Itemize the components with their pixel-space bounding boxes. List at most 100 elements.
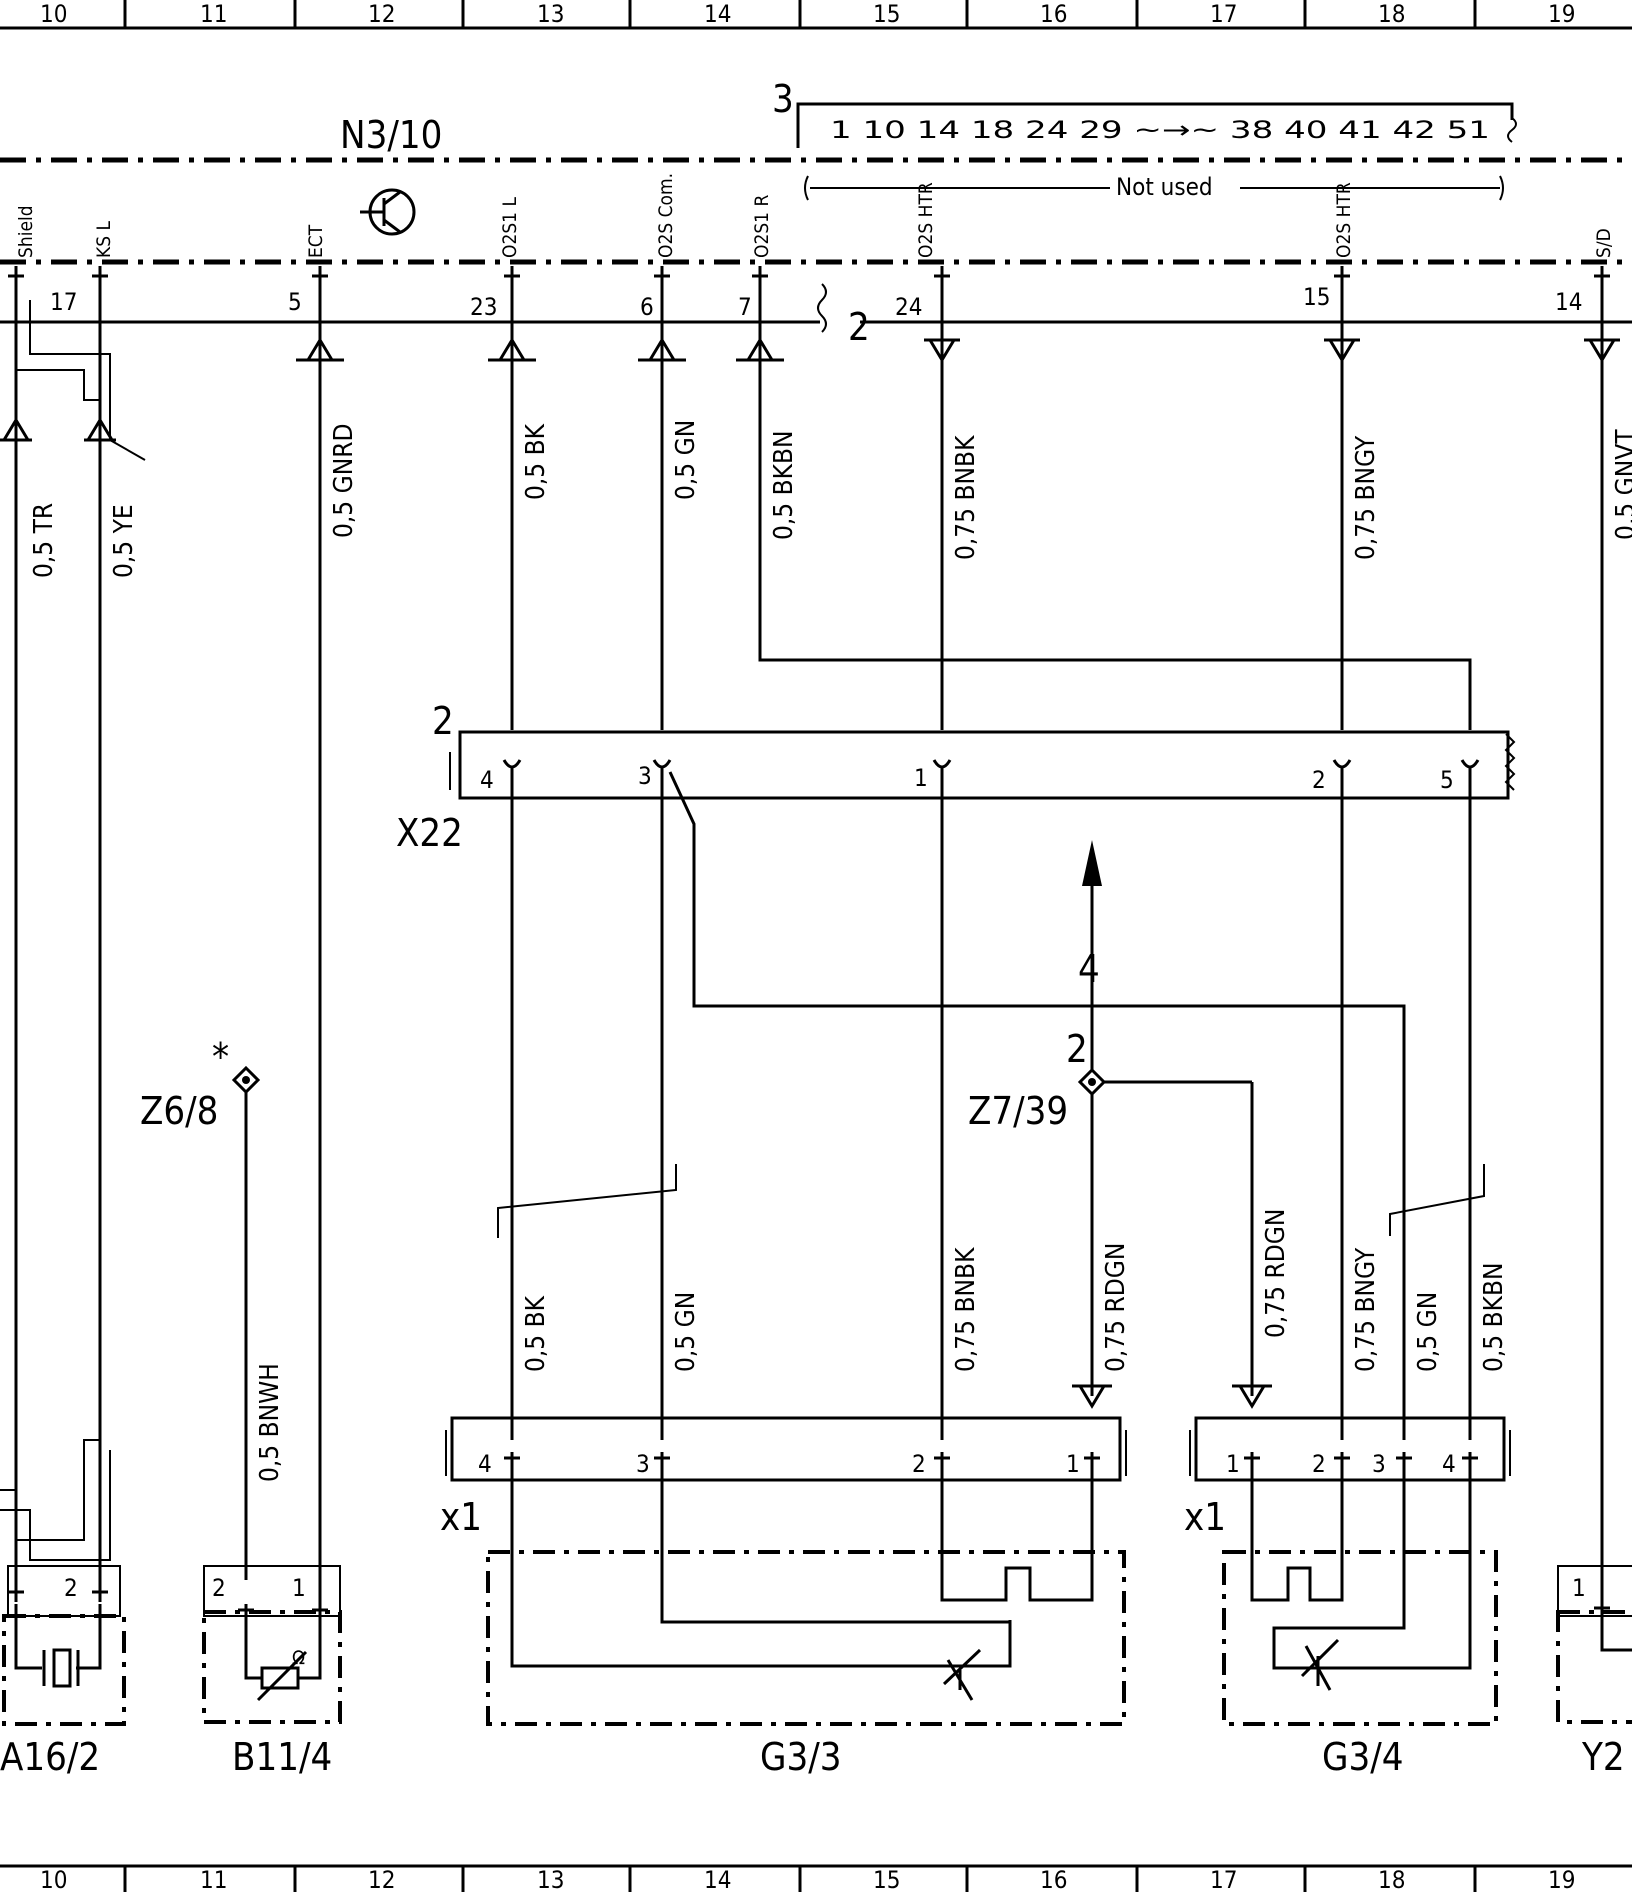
z7-label: Z7/39: [968, 1089, 1068, 1133]
x22-pin-2: 2: [1312, 766, 1326, 794]
component-g3-4: G3/4: [1322, 1735, 1404, 1779]
grid-col-15-bottom: 15: [873, 1866, 900, 1892]
grid-col-15: 15: [873, 0, 900, 28]
splices: * Z6/8 Z7/39 2 4: [140, 947, 1100, 1133]
pin-label-o2scom: O2S Com.: [655, 173, 677, 258]
grid-col-19-bottom: 19: [1548, 1866, 1575, 1892]
y2-pin-1: 1: [1572, 1574, 1586, 1602]
g33-pin-1: 1: [1066, 1450, 1080, 1478]
wire-label-gnvt: 0,5 GNVT: [1611, 429, 1632, 540]
wire-label-rdgn-2: 0,75 RDGN: [1261, 1209, 1291, 1338]
svg-text:Ω: Ω: [292, 1647, 305, 1669]
component-b11-4: B11/4: [232, 1735, 332, 1779]
connector-3-label: 3: [772, 77, 794, 121]
sensor-element-g34-icon: [1300, 1638, 1340, 1691]
wire-label-gn-lower: 0,5 GN: [671, 1292, 701, 1372]
wire-label-rdgn-1: 0,75 RDGN: [1101, 1243, 1131, 1372]
component-g3-3: G3/3: [760, 1735, 842, 1779]
g34-pin-1: 1: [1226, 1450, 1240, 1478]
wire-label-bnbk-lower: 0,75 BNBK: [951, 1247, 981, 1372]
pin-17: 17: [50, 288, 77, 316]
not-used-label: Not used: [1116, 173, 1213, 201]
wire-label-bkbn-lower: 0,5 BKBN: [1479, 1262, 1509, 1372]
sensor-element-g33-icon: [942, 1648, 982, 1701]
wire-label-bnwh: 0,5 BNWH: [255, 1363, 285, 1482]
z6-star: *: [212, 1035, 229, 1079]
x22-pin-4: 4: [480, 766, 494, 794]
grid-col-13: 13: [537, 0, 564, 28]
grid-col-12: 12: [368, 0, 395, 28]
x22-pin-3: 3: [638, 762, 652, 790]
x22-pin-5: 5: [1440, 766, 1454, 794]
grid-col-16-bottom: 16: [1040, 1866, 1067, 1892]
g33-pin-4: 4: [478, 1450, 492, 1478]
wire-label-bngy: 0,75 BNGY: [1351, 435, 1381, 560]
a16-pin-2: 2: [64, 1574, 78, 1602]
lower-wire-labels: 0,5 BNWH 0,5 BK 0,5 GN 0,75 BNBK 0,75 RD…: [255, 1209, 1509, 1482]
pin-label-shield: Shield: [15, 205, 37, 258]
resistor-ntc-icon: Ω: [256, 1647, 308, 1702]
x1-label-g34: x1: [1184, 1495, 1226, 1539]
grid-bottom: 10 11 12 13 14 15 16 17 18 19: [0, 1864, 1632, 1892]
grid-col-10: 10: [40, 0, 67, 28]
pin-24: 24: [895, 293, 922, 321]
g33-pin-3: 3: [636, 1450, 650, 1478]
pin-14: 14: [1555, 288, 1582, 316]
grid-col-16: 16: [1040, 0, 1067, 28]
grid-col-17-bottom: 17: [1210, 1866, 1237, 1892]
unused-pins-block: 3 1 10 14 18 24 29 ~→~ 38 40 41 42 51 No…: [772, 77, 1517, 201]
component-labels: 2 2 1 1 A16/2 B11/4 G3/3 G3/4 Y2: [0, 1574, 1625, 1779]
pin-23: 23: [470, 293, 497, 321]
unused-pin-numbers: 1 10 14 18 24 29 ~→~ 38 40 41 42 51: [830, 116, 1490, 144]
z7-pin: 2: [1066, 1027, 1088, 1071]
module-label: N3/10: [340, 113, 442, 157]
connector-x22: 2 X22 4 3 1 2 5: [396, 699, 1454, 855]
grid-col-14-bottom: 14: [704, 1866, 731, 1892]
grid-col-10-bottom: 10: [40, 1866, 67, 1892]
pin-label-sd: S/D: [1593, 228, 1615, 258]
x22-label: X22: [396, 811, 463, 855]
pin-7: 7: [738, 293, 752, 321]
grid-col-17: 17: [1210, 0, 1237, 28]
b11-pin-2: 2: [212, 1574, 226, 1602]
x22-pin-1: 1: [914, 764, 928, 792]
grid-col-13-bottom: 13: [537, 1866, 564, 1892]
module-n3-10: N3/10 2 3 1 10 14 18 24 29 ~→~ 38 40 41 …: [0, 77, 1632, 349]
grid-col-11: 11: [200, 0, 227, 28]
g34-pin-3: 3: [1372, 1450, 1386, 1478]
wire-label-gn: 0,5 GN: [671, 420, 701, 500]
b11-pin-1: 1: [292, 1574, 306, 1602]
wire-label-gnrd: 0,5 GNRD: [329, 424, 359, 539]
wire-label-tr: 0,5 TR: [29, 503, 59, 578]
wire-label-bnbk: 0,75 BNBK: [951, 435, 981, 560]
grid-col-19: 19: [1548, 0, 1575, 28]
wire-label-gn2: 0,5 GN: [1413, 1292, 1443, 1372]
pin-5: 5: [288, 288, 302, 316]
connectors-x1: x1 x1 4 3 2 1 1 2 3 4: [440, 1450, 1456, 1539]
wire-label-ye: 0,5 YE: [109, 504, 139, 578]
pin-label-ksl: KS L: [93, 221, 115, 258]
z7-out: 4: [1078, 947, 1100, 991]
g34-pin-2: 2: [1312, 1450, 1326, 1478]
wiring-lines: Ω: [0, 266, 1632, 1726]
x1-label-g33: x1: [440, 1495, 482, 1539]
side-2a: 2: [848, 305, 870, 349]
pin-label-o2shtr-2: O2S HTR: [1333, 182, 1355, 258]
grid-col-18-bottom: 18: [1378, 1866, 1405, 1892]
pin-6: 6: [640, 293, 654, 321]
pin-label-o2s1r: O2S1 R: [751, 195, 773, 258]
grid-col-18: 18: [1378, 0, 1405, 28]
wire-label-bk: 0,5 BK: [521, 423, 551, 500]
pin-label-o2s1l: O2S1 L: [499, 197, 521, 258]
grid-col-14: 14: [704, 0, 731, 28]
component-y2: Y2: [1581, 1735, 1625, 1779]
grid-col-12-bottom: 12: [368, 1866, 395, 1892]
wire-label-bkbn: 0,5 BKBN: [769, 430, 799, 540]
component-a16-2: A16/2: [0, 1735, 100, 1779]
wire-label-bk-lower: 0,5 BK: [521, 1295, 551, 1372]
pin-15: 15: [1303, 283, 1330, 311]
g34-pin-4: 4: [1442, 1450, 1456, 1478]
g33-pin-2: 2: [912, 1450, 926, 1478]
pin-label-o2shtr-1: O2S HTR: [915, 182, 937, 258]
pin-label-ect: ECT: [305, 224, 327, 258]
